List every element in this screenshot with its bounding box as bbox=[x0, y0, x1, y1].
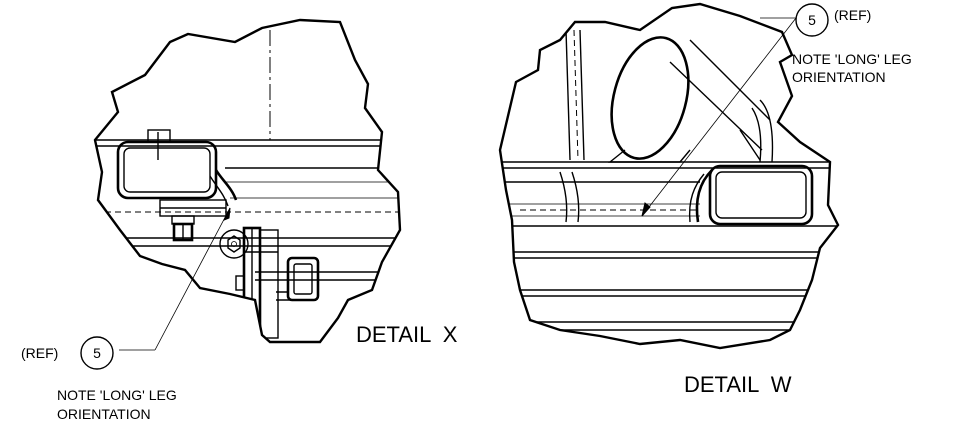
detail-w-note-line2: ORIENTATION bbox=[792, 69, 886, 85]
detail-w-geometry bbox=[500, 29, 838, 331]
detail-w-leader-line bbox=[641, 17, 797, 217]
detail-w-ref-label: (REF) bbox=[834, 7, 871, 23]
detail-x-note-line2: ORIENTATION bbox=[57, 406, 151, 422]
detail-w-break-outline bbox=[498, 2, 840, 350]
detail-x-break-outline bbox=[93, 18, 402, 344]
detail-x-balloon-number: 5 bbox=[93, 345, 101, 361]
detail-x-balloon bbox=[80, 336, 114, 370]
detail-x-leader-arrow bbox=[222, 207, 231, 221]
detail-x-note-line1: NOTE 'LONG' LEG bbox=[57, 387, 177, 403]
detail-x: 5 (REF) NOTE 'LONG' LEG ORIENTATION DETA… bbox=[21, 18, 458, 422]
detail-w-balloon-number: 5 bbox=[808, 12, 816, 28]
detail-w: 5 (REF) NOTE 'LONG' LEG ORIENTATION DETA… bbox=[498, 2, 912, 397]
detail-w-note-line1: NOTE 'LONG' LEG bbox=[792, 51, 912, 67]
detail-x-title: DETAIL X bbox=[356, 322, 458, 347]
detail-x-ref-label: (REF) bbox=[21, 345, 58, 361]
detail-x-leader-line bbox=[154, 207, 231, 351]
detail-w-title: DETAIL W bbox=[684, 372, 792, 397]
detail-w-leader-arrow bbox=[641, 202, 651, 217]
detail-x-geometry bbox=[95, 30, 400, 340]
detail-w-balloon bbox=[795, 3, 829, 37]
